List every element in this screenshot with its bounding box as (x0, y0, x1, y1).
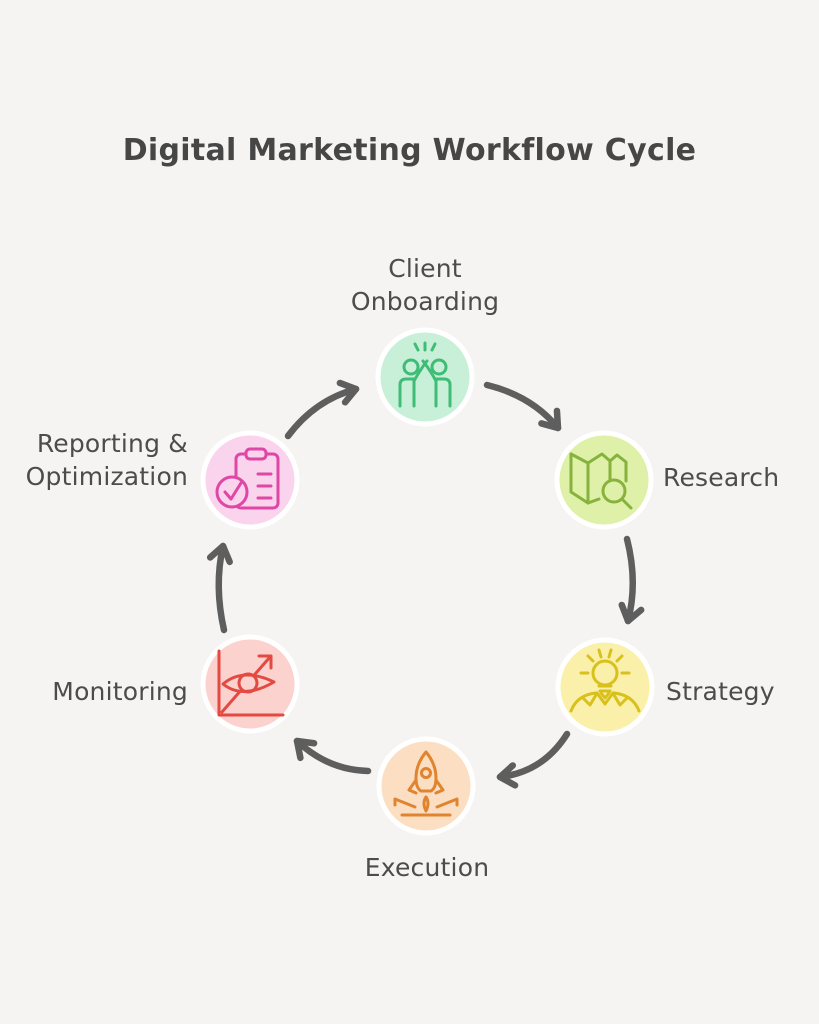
clipboard-clip (244, 447, 268, 461)
execution-label: Execution (364, 853, 490, 882)
clipboard-check-icon (215, 447, 280, 510)
execution-circle (376, 736, 476, 836)
strategy-label: Strategy (666, 677, 775, 706)
rocket-launch-icon (393, 750, 459, 817)
check-circle (215, 475, 249, 509)
cycle-arrows (206, 379, 645, 789)
idea-person-icon (569, 648, 641, 713)
arrow-strategy-to-execution (496, 730, 571, 789)
eye-outline (221, 673, 276, 693)
eye-chart-icon (217, 649, 285, 717)
arrow-research-to-strategy (618, 535, 645, 625)
client-onboarding-label: Client Onboarding (350, 254, 500, 316)
research-label: Research (663, 463, 780, 492)
arrow-monitoring-to-reporting (206, 542, 233, 634)
monitoring-label: Monitoring (52, 677, 188, 706)
arrow-reporting-to-client (284, 379, 360, 440)
arrow-client-to-research (483, 381, 562, 432)
map-search-icon (569, 452, 633, 510)
page-title: Digital Marketing Workflow Cycle (122, 133, 697, 168)
node-circles (200, 327, 655, 836)
high-five-icon (398, 341, 452, 408)
arrow-execution-to-monitoring (293, 737, 372, 775)
reporting-optimization-label: Reporting & Optimization (25, 429, 188, 491)
reporting-optimization-circle (200, 430, 300, 530)
magnifier-lens (601, 478, 627, 504)
